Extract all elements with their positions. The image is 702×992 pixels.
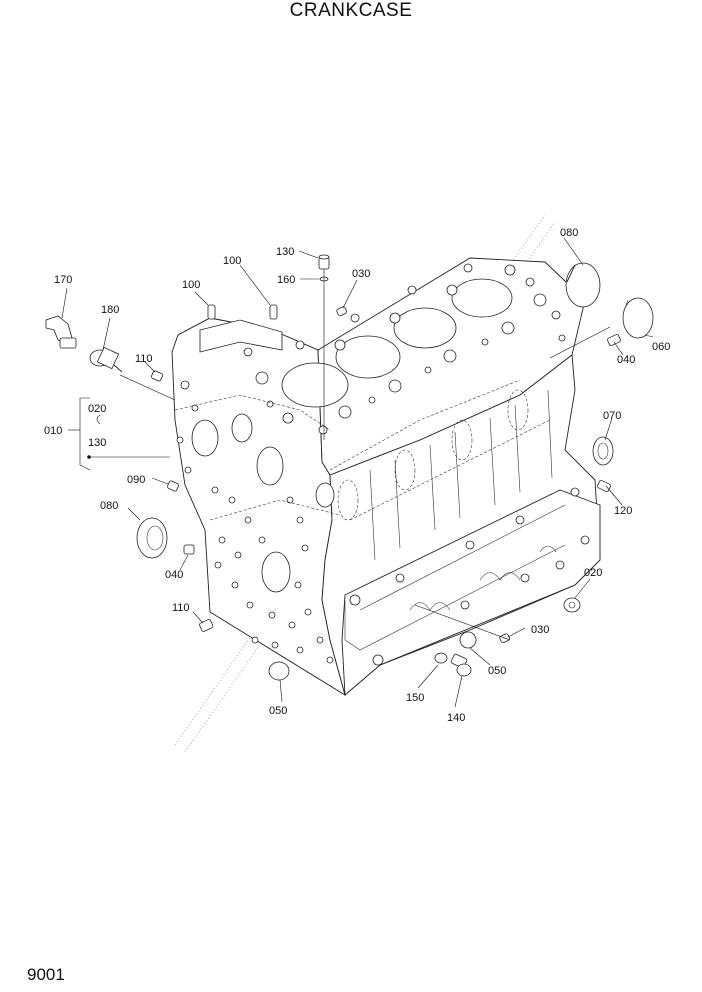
side-ribs [344, 389, 566, 651]
label-180: 180 [101, 304, 119, 316]
label-080-left: 080 [100, 500, 118, 512]
label-020-group: 020 [88, 403, 106, 415]
page-number: 9001 [27, 965, 65, 984]
label-130-top: 130 [276, 246, 294, 258]
label-120: 120 [614, 505, 632, 517]
cylinder-bore-3 [393, 307, 457, 349]
label-030-bottom: 030 [531, 624, 549, 636]
part-090-pin [167, 480, 179, 492]
label-030-top: 030 [352, 268, 370, 280]
label-110-bottom: 110 [172, 602, 190, 614]
crankcase-block [171, 257, 601, 696]
label-170: 170 [54, 274, 72, 286]
label-050-right: 050 [488, 665, 506, 677]
label-110-top: 110 [135, 353, 153, 365]
part-140-bolt [450, 653, 472, 677]
part-050-cap-left [268, 661, 290, 681]
label-050-left: 050 [269, 705, 287, 717]
part-040-plug-right [607, 334, 621, 346]
front-cover-window [199, 319, 283, 353]
part-130-plug [318, 254, 330, 270]
label-070: 070 [603, 410, 621, 422]
leader-lines [61, 237, 654, 708]
part-040-plug-left [183, 544, 195, 555]
label-090: 090 [127, 474, 145, 486]
label-150: 150 [406, 692, 424, 704]
part-030-plug-top [336, 306, 347, 317]
label-100-b: 100 [223, 255, 241, 267]
label-040-left: 040 [165, 569, 183, 581]
part-labels: 130 100 100 160 030 080 170 180 110 060 … [44, 227, 670, 724]
part-060-cap [622, 297, 654, 339]
label-130-group: 130 [88, 437, 106, 449]
part-110-pin-top [151, 370, 163, 382]
label-040-right: 040 [617, 354, 635, 366]
part-100-dowel-a [207, 304, 216, 320]
label-020-right: 020 [584, 567, 602, 579]
label-160: 160 [277, 274, 295, 286]
part-080-seal-left [136, 517, 168, 559]
label-080-top: 080 [560, 227, 578, 239]
page-title: CRANKCASE [289, 0, 413, 21]
pan-rail-features [349, 487, 590, 666]
part-150-washer [434, 652, 448, 664]
part-120-pin [597, 480, 611, 492]
part-050-cap-right [459, 631, 477, 649]
part-080-cap-top [565, 262, 601, 308]
label-060: 060 [652, 341, 670, 353]
label-140: 140 [447, 712, 465, 724]
part-020-plug-right [563, 597, 581, 613]
label-100-a: 100 [182, 279, 200, 291]
cylinder-bore-2 [335, 335, 401, 379]
part-100-dowel-b [269, 304, 278, 320]
part-070-seal [592, 436, 614, 466]
part-170-fitting [45, 315, 77, 349]
part-180-sensor [89, 346, 123, 373]
cylinder-bore-4 [451, 278, 513, 318]
deck-holes [228, 263, 566, 435]
cylinder-bore-1 [281, 362, 349, 408]
label-010: 010 [44, 425, 62, 437]
front-face-bores [176, 380, 335, 664]
